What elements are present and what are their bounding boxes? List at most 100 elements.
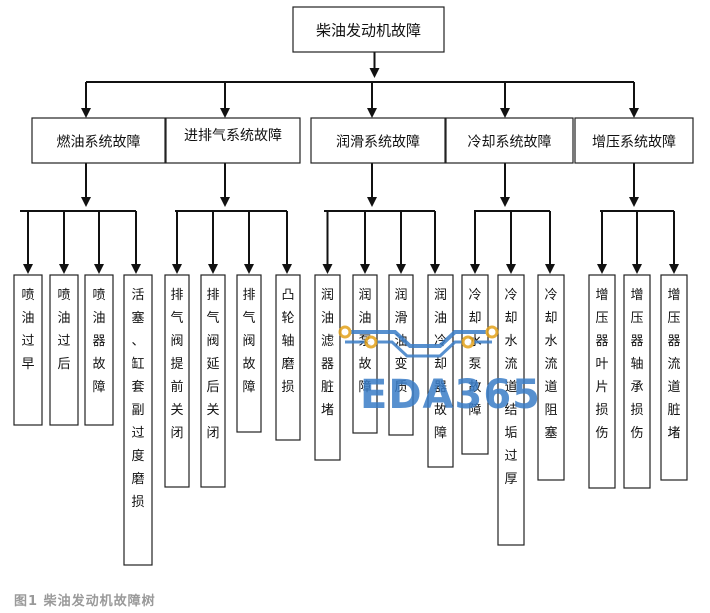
svg-text:润: 润 bbox=[358, 288, 371, 303]
svg-text:润: 润 bbox=[321, 288, 334, 303]
svg-text:冷: 冷 bbox=[468, 288, 481, 303]
svg-text:缸: 缸 bbox=[131, 356, 144, 372]
leaf-box-2-1 bbox=[352, 274, 378, 434]
svg-text:阻: 阻 bbox=[544, 403, 557, 418]
category-box-2 bbox=[310, 117, 446, 164]
category-box-1 bbox=[165, 117, 301, 164]
leaf-box-4-1 bbox=[623, 274, 651, 489]
svg-text:器: 器 bbox=[92, 334, 105, 349]
svg-text:器: 器 bbox=[434, 380, 447, 395]
leaf-box-3-2 bbox=[537, 274, 565, 481]
svg-text:后: 后 bbox=[206, 380, 219, 395]
category-label-2: 润滑系统故障 bbox=[336, 134, 420, 151]
svg-text:损: 损 bbox=[595, 403, 608, 418]
connector-lines bbox=[20, 52, 679, 274]
svg-text:叶: 叶 bbox=[595, 357, 608, 372]
leaf-box-0-1 bbox=[49, 274, 79, 426]
svg-text:堵: 堵 bbox=[321, 403, 334, 418]
svg-text:阀: 阀 bbox=[206, 334, 219, 349]
svg-text:过: 过 bbox=[21, 334, 34, 349]
svg-text:水: 水 bbox=[544, 334, 557, 349]
svg-text:障: 障 bbox=[242, 380, 255, 395]
leaf-box-4-0 bbox=[588, 274, 616, 489]
svg-text:堵: 堵 bbox=[667, 426, 680, 441]
svg-text:润: 润 bbox=[434, 288, 447, 303]
category-label-0: 燃油系统故障 bbox=[57, 134, 141, 151]
svg-text:过: 过 bbox=[57, 334, 70, 349]
svg-text:障: 障 bbox=[468, 403, 481, 418]
watermark-logo: EDA365 bbox=[360, 372, 541, 418]
leaf-box-1-0 bbox=[164, 274, 190, 488]
svg-text:油: 油 bbox=[394, 334, 407, 349]
svg-text:器: 器 bbox=[630, 334, 643, 349]
svg-text:压: 压 bbox=[630, 311, 643, 326]
leaf-box-0-2 bbox=[84, 274, 114, 426]
category-box-3 bbox=[445, 117, 574, 164]
leaf-box-0-0 bbox=[13, 274, 43, 426]
category-box-4 bbox=[574, 117, 694, 164]
svg-text:轴: 轴 bbox=[281, 334, 294, 349]
svg-text:压: 压 bbox=[595, 311, 608, 326]
svg-text:障: 障 bbox=[434, 426, 447, 441]
leaf-box-1-3 bbox=[275, 274, 301, 441]
svg-text:度: 度 bbox=[131, 448, 144, 464]
svg-text:排: 排 bbox=[242, 288, 255, 303]
svg-text:损: 损 bbox=[131, 495, 144, 510]
svg-text:喷: 喷 bbox=[57, 288, 70, 303]
svg-text:关: 关 bbox=[206, 403, 219, 418]
svg-text:道: 道 bbox=[504, 380, 517, 395]
svg-text:泵: 泵 bbox=[468, 357, 481, 372]
svg-text:水: 水 bbox=[504, 334, 517, 349]
svg-text:油: 油 bbox=[21, 311, 34, 326]
svg-text:轴: 轴 bbox=[630, 357, 643, 372]
svg-text:器: 器 bbox=[321, 357, 334, 372]
leaf-box-0-3 bbox=[123, 274, 153, 566]
svg-text:早: 早 bbox=[21, 357, 34, 372]
svg-text:油: 油 bbox=[321, 311, 334, 326]
leaf-box-2-3 bbox=[427, 274, 454, 468]
svg-text:故: 故 bbox=[242, 357, 255, 372]
watermark-circuit-icon bbox=[338, 325, 499, 358]
svg-text:排: 排 bbox=[206, 288, 219, 303]
svg-text:轮: 轮 bbox=[281, 311, 294, 326]
svg-text:流: 流 bbox=[667, 357, 680, 372]
svg-text:阀: 阀 bbox=[242, 334, 255, 349]
svg-text:闭: 闭 bbox=[206, 426, 219, 441]
svg-text:喷: 喷 bbox=[92, 288, 105, 303]
svg-text:气: 气 bbox=[206, 310, 219, 326]
svg-text:质: 质 bbox=[394, 380, 407, 395]
svg-text:道: 道 bbox=[544, 380, 557, 395]
svg-text:套: 套 bbox=[131, 379, 144, 395]
category-label-3: 冷却系统故障 bbox=[468, 135, 552, 151]
svg-text:油: 油 bbox=[434, 311, 447, 326]
svg-text:损: 损 bbox=[281, 380, 294, 395]
svg-text:片: 片 bbox=[595, 380, 608, 395]
svg-text:过: 过 bbox=[504, 449, 517, 464]
svg-text:闭: 闭 bbox=[170, 426, 183, 441]
svg-text:变: 变 bbox=[394, 356, 407, 372]
svg-text:油: 油 bbox=[358, 311, 371, 326]
svg-text:过: 过 bbox=[131, 426, 144, 441]
svg-text:承: 承 bbox=[630, 380, 643, 395]
svg-text:增: 增 bbox=[667, 288, 680, 303]
svg-text:磨: 磨 bbox=[281, 357, 294, 372]
svg-text:流: 流 bbox=[504, 357, 517, 372]
category-label-1: 进排气系统故障 bbox=[184, 128, 282, 144]
leaf-box-2-0 bbox=[314, 274, 341, 461]
svg-text:厚: 厚 bbox=[504, 472, 517, 487]
leaf-box-1-1 bbox=[200, 274, 226, 488]
